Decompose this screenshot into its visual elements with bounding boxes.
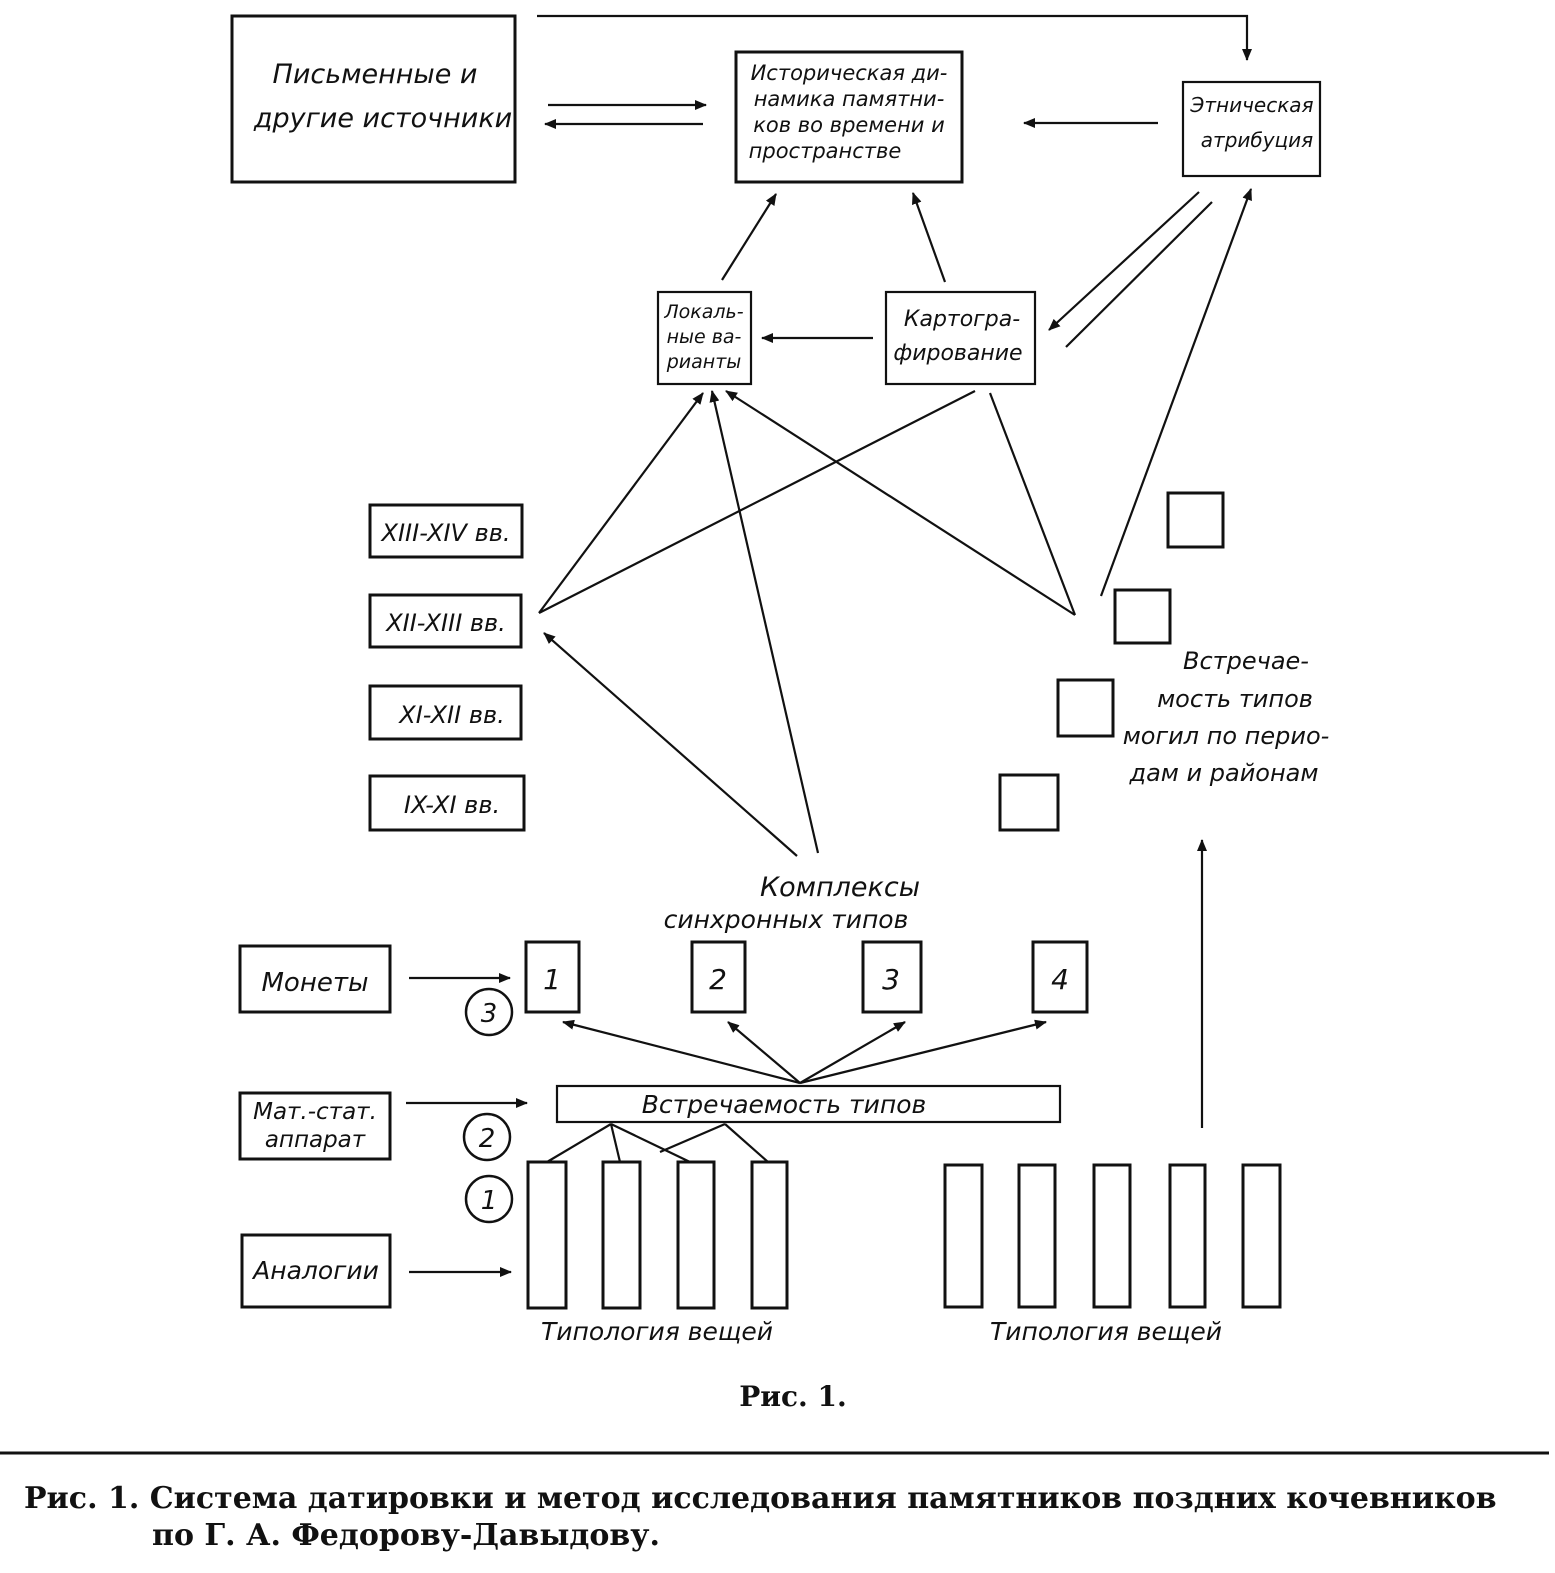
coins-box: Монеты xyxy=(238,944,392,1014)
period-xi-xii-label: XI-XII вв. xyxy=(397,701,504,729)
grave-types-line-2: мость типов xyxy=(1157,685,1313,713)
period-box-xiii-xiv: XIII-XIV вв. xyxy=(368,503,524,559)
line-period-to-cartography xyxy=(538,390,976,614)
period-xii-xiii-label: XII-XIII вв. xyxy=(384,609,506,637)
ethnic-attribution-line-1: Этническая xyxy=(1189,93,1313,117)
grave-square-2 xyxy=(1113,588,1172,645)
typology-bar-left-4 xyxy=(750,1160,789,1310)
line-occurrence-to-cartography xyxy=(988,392,1077,616)
grave-square-1 xyxy=(1166,491,1225,549)
grave-square-3 xyxy=(1056,678,1115,738)
complexes-line-1: Комплексы xyxy=(760,872,920,903)
occurrence-types-box: Встречаемость типов xyxy=(555,1084,1062,1124)
step-circle-2: 2 xyxy=(462,1112,512,1162)
arrow-occurrence-to-complex-2 xyxy=(727,1021,801,1084)
typology-bar-left-2 xyxy=(601,1160,642,1310)
complexes-line-2: синхронных типов xyxy=(664,905,909,934)
grave-types-line-1: Встречае- xyxy=(1183,647,1309,675)
grave-square-4 xyxy=(998,773,1060,832)
complexes-label: Комплексы синхронных типов xyxy=(664,872,920,934)
local-variants-line-2: ные ва- xyxy=(667,326,742,348)
arrow-ethnic-to-cartography xyxy=(1048,191,1200,331)
typology-bar-right-4 xyxy=(1168,1163,1207,1309)
complex-box-2-label: 2 xyxy=(709,963,727,996)
typology-connectors xyxy=(546,1122,769,1163)
mat-stat-line-1: Мат.-стат. xyxy=(253,1099,377,1125)
grave-types-line-3: могил по перио- xyxy=(1123,722,1330,750)
ethnic-attribution-box: Этническая атрибуция xyxy=(1181,80,1322,178)
coins-label: Монеты xyxy=(261,968,368,998)
cartography-line-2: фирование xyxy=(893,341,1022,366)
typology-label-right: Типология вещей xyxy=(990,1317,1222,1346)
analogies-label: Аналогии xyxy=(251,1256,379,1285)
arrow-occurrence-to-local xyxy=(725,390,1076,616)
written-sources-box: Письменные и другие источники xyxy=(230,14,517,184)
historical-dynamics-line-1: Историческая ди- xyxy=(751,61,948,85)
cartography-line-1: Картогра- xyxy=(904,307,1020,332)
figure-label: Рис. 1. xyxy=(739,1380,847,1413)
mat-stat-line-2: аппарат xyxy=(265,1127,366,1153)
step-1-label: 1 xyxy=(481,1186,498,1216)
period-ix-xi-label: IX-XI вв. xyxy=(404,791,500,819)
complex-box-1: 1 xyxy=(524,940,581,1014)
cartography-box: Картогра- фирование xyxy=(884,290,1037,386)
occurrence-types-label: Встречаемость типов xyxy=(642,1090,927,1119)
complex-box-3-label: 3 xyxy=(882,963,900,996)
analogies-box: Аналогии xyxy=(240,1233,392,1309)
historical-dynamics-line-3: ков во времени и xyxy=(753,113,945,137)
arrow-occurrence-to-complex-3 xyxy=(799,1021,906,1084)
line-cartography-to-ethnic xyxy=(1065,201,1213,348)
written-sources-line-2: другие источники xyxy=(253,103,512,134)
complex-box-4-label: 4 xyxy=(1051,963,1069,996)
period-box-ix-xi: IX-XI вв. xyxy=(368,774,526,832)
typology-bar-right-5 xyxy=(1241,1163,1282,1309)
caption-line-1: Рис. 1. Система датировки и метод исслед… xyxy=(24,1481,1497,1516)
step-circle-3: 3 xyxy=(464,987,514,1037)
local-variants-box: Локаль- ные ва- рианты xyxy=(656,290,753,386)
arrow-local-to-dynamics xyxy=(721,193,777,281)
period-box-xi-xii: XI-XII вв. xyxy=(368,684,523,741)
typology-bar-left-3 xyxy=(676,1160,716,1310)
step-2-label: 2 xyxy=(479,1124,496,1154)
arrow-occurrence-to-ethnic xyxy=(1099,188,1253,597)
step-3-label: 3 xyxy=(481,999,498,1029)
historical-dynamics-line-2: намика памятни- xyxy=(754,87,945,111)
period-xiii-xiv-label: XIII-XIV вв. xyxy=(380,519,511,547)
typology-label-left: Типология вещей xyxy=(541,1317,773,1346)
period-box-xii-xiii: XII-XIII вв. xyxy=(368,593,523,649)
complex-box-3: 3 xyxy=(861,940,923,1014)
ethnic-attribution-line-2: атрибуция xyxy=(1201,128,1313,152)
arrow-top-loop-to-ethnic xyxy=(537,14,1252,61)
grave-types-label: Встречае- мость типов могил по перио- да… xyxy=(1123,647,1330,787)
arrow-occurrence-to-complex-1 xyxy=(562,1019,801,1085)
historical-dynamics-line-4: пространстве xyxy=(749,139,902,163)
complex-box-4: 4 xyxy=(1031,940,1089,1014)
complex-box-1-label: 1 xyxy=(543,963,561,996)
arrow-occurrence-to-complex-4 xyxy=(799,1019,1047,1085)
typology-bar-right-2 xyxy=(1017,1163,1057,1309)
typology-bar-right-3 xyxy=(1092,1163,1132,1309)
arrow-cartography-to-dynamics xyxy=(911,192,947,283)
typology-bar-right-1 xyxy=(943,1163,984,1309)
historical-dynamics-box: Историческая ди- намика памятни- ков во … xyxy=(734,50,964,184)
local-variants-line-1: Локаль- xyxy=(663,301,743,323)
arrow-complexes-to-local xyxy=(709,390,820,854)
caption-line-2: по Г. А. Федорову-Давыдову. xyxy=(152,1518,660,1553)
arrow-period-to-local xyxy=(538,392,704,614)
complex-box-2: 2 xyxy=(690,940,747,1014)
step-circle-1: 1 xyxy=(464,1174,514,1224)
written-sources-line-1: Письменные и xyxy=(273,59,478,90)
typology-bar-left-1 xyxy=(526,1160,568,1310)
mat-stat-box: Мат.-стат. аппарат xyxy=(238,1091,392,1161)
arrow-complexes-to-period xyxy=(543,632,798,857)
grave-types-line-4: дам и районам xyxy=(1129,759,1319,787)
local-variants-line-3: рианты xyxy=(666,351,742,373)
